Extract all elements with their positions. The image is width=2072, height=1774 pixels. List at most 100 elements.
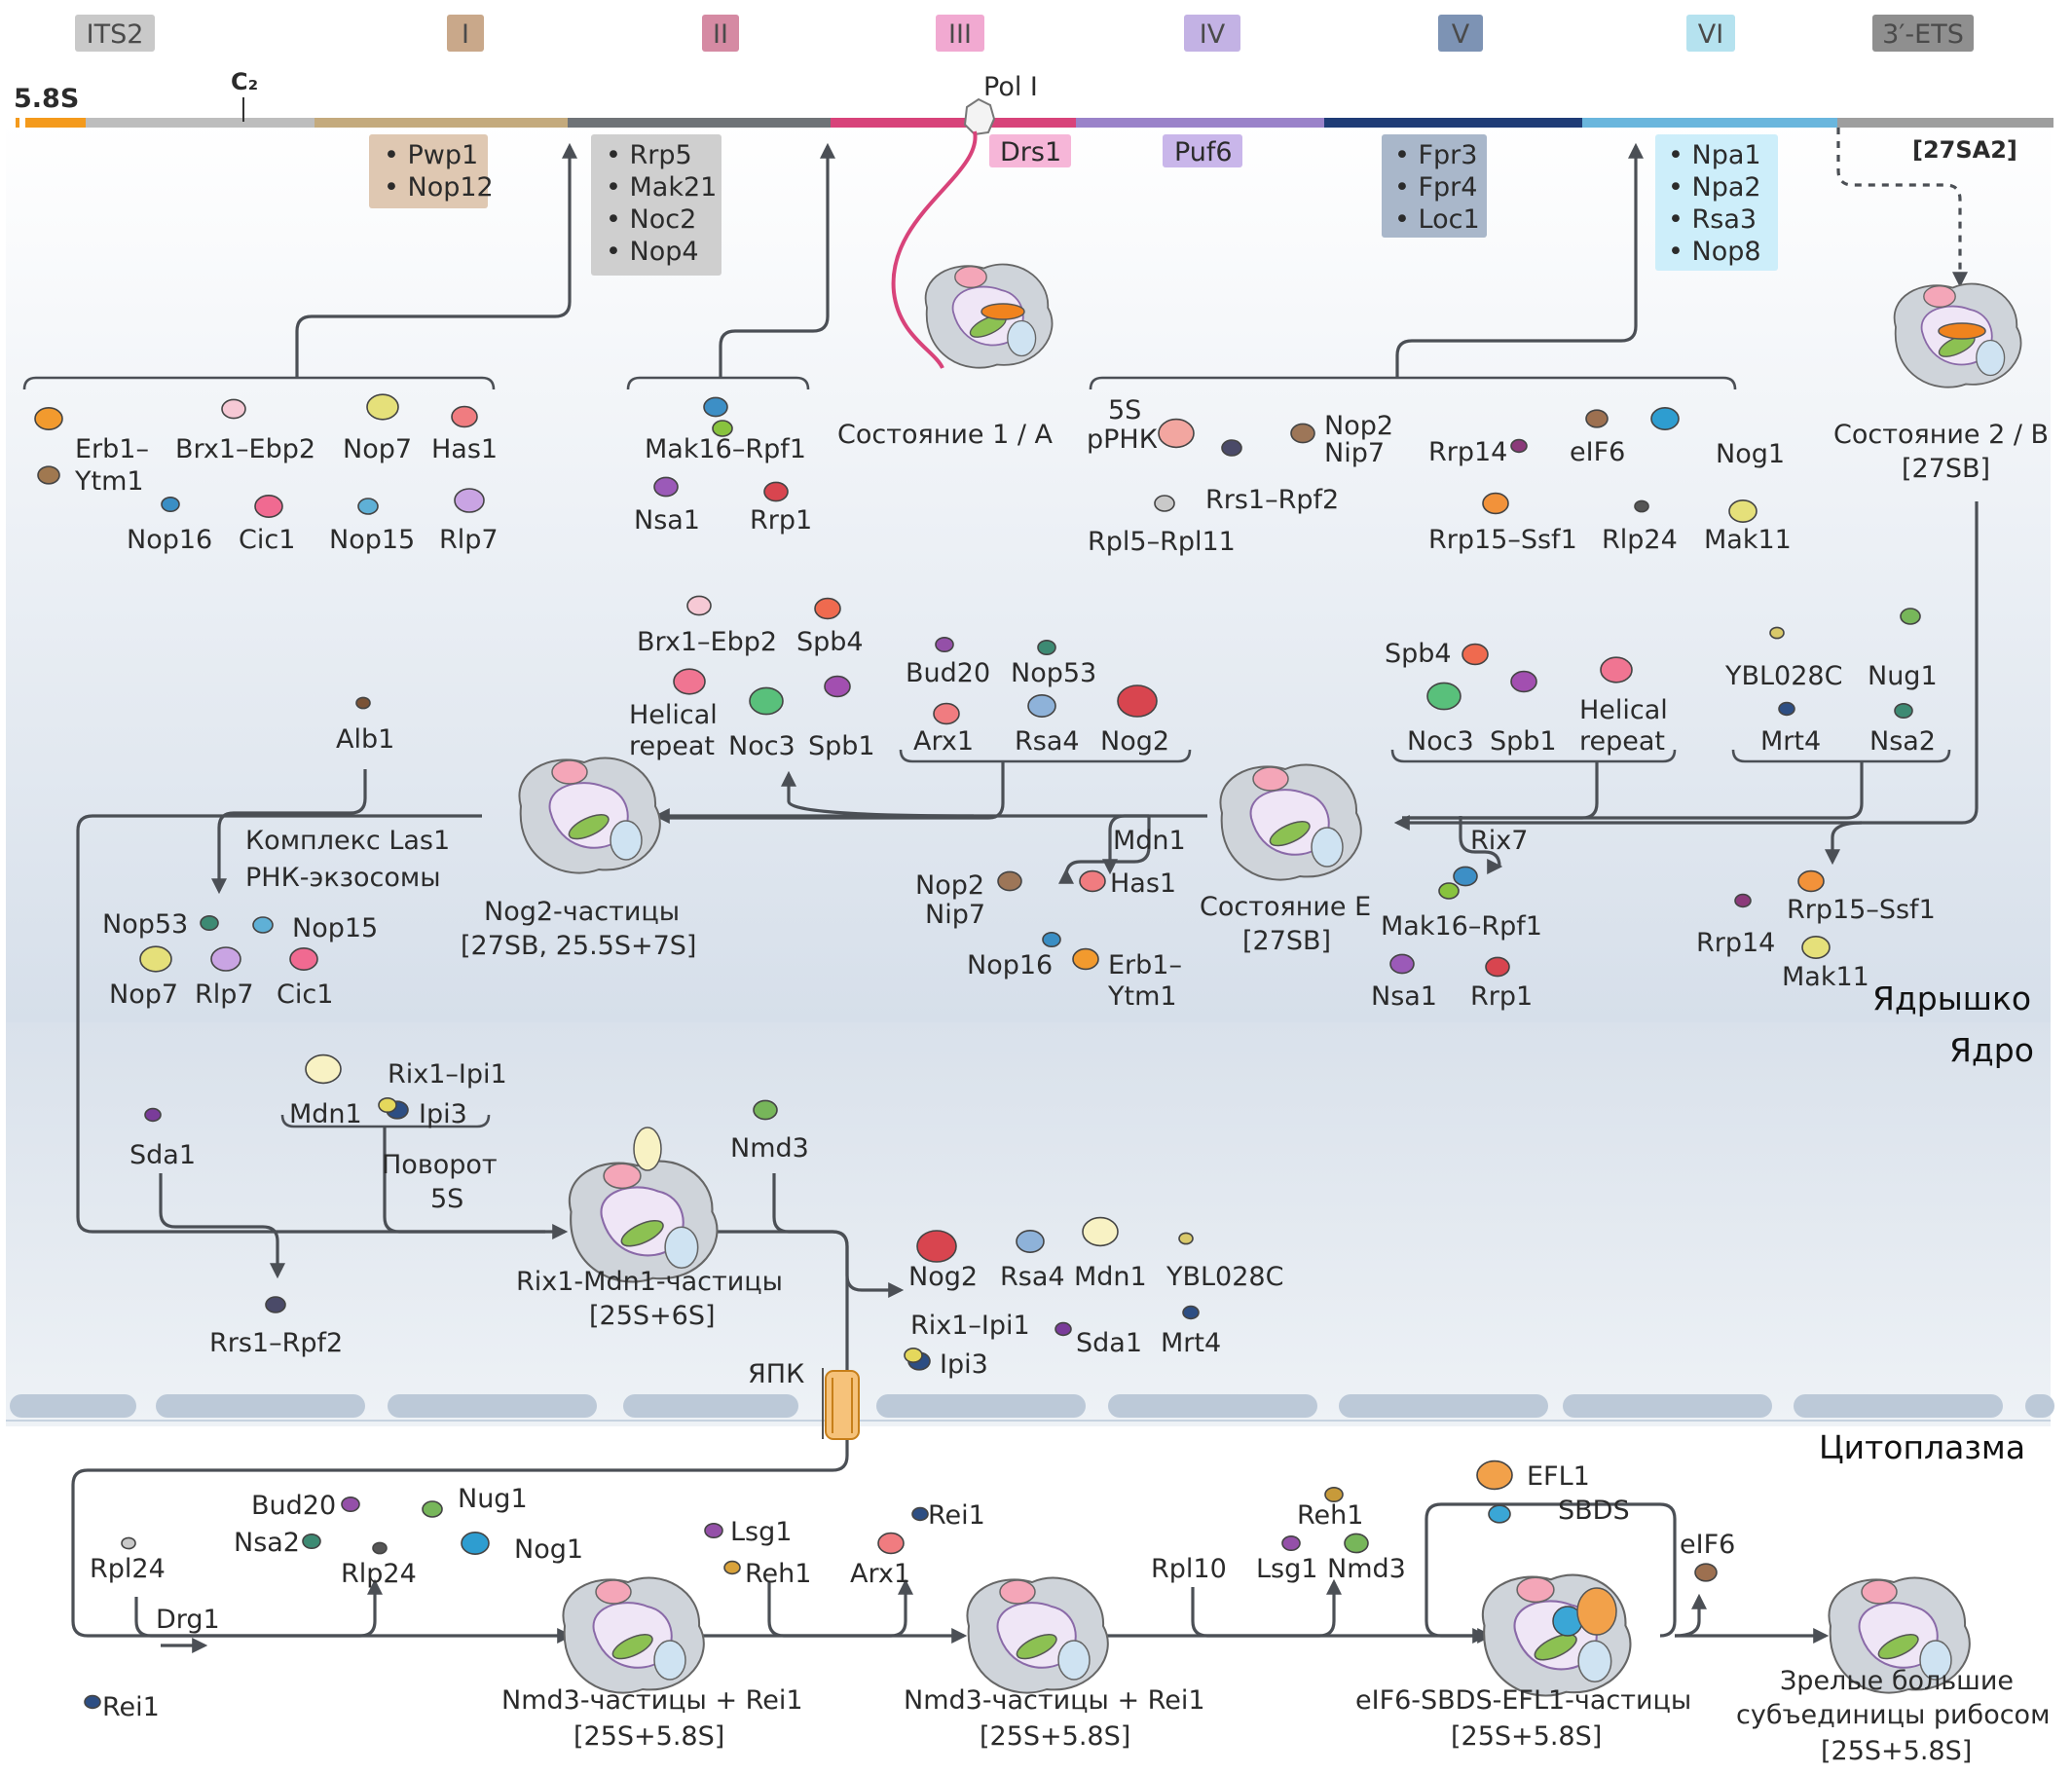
mature-particle xyxy=(1828,1576,1971,1694)
rix-mdn1-icon xyxy=(633,1127,662,1171)
factor-label-cic1: Cic1 xyxy=(239,525,295,555)
nmd3a-sub: [25S+5.8S] xyxy=(574,1721,724,1752)
svg-text:Puf6: Puf6 xyxy=(1174,137,1233,167)
factor-label-rsa4: Rsa4 xyxy=(1015,726,1080,757)
svg-text:I: I xyxy=(462,19,469,50)
arrow-ybl-join xyxy=(1402,761,1864,820)
factor-label-nop2nip7b: Nip7 xyxy=(925,900,985,930)
factor-label-nug1b: Nug1 xyxy=(458,1484,528,1514)
nmd3a-particle xyxy=(562,1576,705,1694)
factor-label-helical: Helical xyxy=(629,700,718,730)
rsa4-icon xyxy=(1027,693,1056,718)
nog2-sub: [27SB, 25.5S+7S] xyxy=(461,931,696,961)
bracket-se-in xyxy=(1390,749,1677,763)
domain-chip-7: 3′-ETS xyxy=(1872,15,1974,52)
factor-label-nop2nip7: Nop2 xyxy=(1324,411,1393,441)
factor-label-rrna5s: 5S xyxy=(1108,395,1141,425)
factor-icons xyxy=(34,393,1921,1710)
bracket-group-v xyxy=(1089,376,1737,390)
eif6-efl1-accent-icon xyxy=(1576,1587,1617,1636)
factor-label-las1: РНК-экзосомы xyxy=(245,863,441,893)
rrs1-icon xyxy=(1221,439,1242,457)
state-2b-label: Состояние 2 / B xyxy=(1833,420,2049,450)
factor-label-sbds: SBDS xyxy=(1558,1496,1630,1526)
arrow-to-domain-vi xyxy=(1395,142,1644,378)
factor-label-mdn1c: Mdn1 xyxy=(1074,1262,1147,1292)
nog2b-icon xyxy=(916,1230,957,1263)
nsa1-icon xyxy=(653,476,679,498)
factor-label-has1b: Has1 xyxy=(1110,869,1176,899)
svg-text:VI: VI xyxy=(1698,19,1723,50)
factor-label-erb1b: Ytm1 xyxy=(1107,981,1177,1012)
arrow-to-domain-ii xyxy=(719,142,835,378)
cic1b-icon xyxy=(289,946,318,971)
factor-label-ipi3: Ipi3 xyxy=(419,1099,467,1129)
factor-label-erb1: Ytm1 xyxy=(74,466,144,497)
factor-label-reh1: Reh1 xyxy=(745,1559,811,1589)
svg-text:III: III xyxy=(948,19,972,50)
ipi3d-icon xyxy=(904,1348,923,1364)
rei1-icon xyxy=(84,1694,101,1710)
factor-label-eif6: eIF6 xyxy=(1570,437,1625,467)
factor-label-nop53b: Nop53 xyxy=(102,909,188,940)
svg-text:• Fpr4: • Fpr4 xyxy=(1394,172,1477,203)
factor-label-rsa4b: Rsa4 xyxy=(1000,1262,1065,1292)
arrow-nmd3-release xyxy=(772,1173,905,1298)
reh1b-icon xyxy=(1324,1487,1344,1503)
factor-label-erb1: Erb1– xyxy=(75,434,149,464)
arrow-sda1-release xyxy=(159,1173,285,1279)
factor-label-rpl24: Rpl24 xyxy=(90,1554,166,1584)
svg-text:V: V xyxy=(1452,19,1470,50)
arrow-efl1-loop xyxy=(1424,1502,1677,1644)
mrt4-icon xyxy=(1778,701,1795,717)
factor-label-nmd3: Nmd3 xyxy=(730,1133,809,1164)
factor-label-rrp1: Rrp1 xyxy=(750,505,812,536)
nmd3-icon xyxy=(753,1099,778,1121)
state-2b-sub: [27SB] xyxy=(1902,454,1990,484)
nmd3b-label: Nmd3-частицы + Rei1 xyxy=(904,1685,1205,1716)
label-c2: C₂ xyxy=(231,68,258,95)
sbds-icon xyxy=(1488,1504,1511,1524)
brx1b-icon xyxy=(686,595,712,616)
state-e-particle xyxy=(1219,763,1362,881)
factor-label-alb1: Alb1 xyxy=(336,724,394,755)
lsg1b-icon xyxy=(1281,1535,1301,1552)
rrp15b-icon xyxy=(1797,869,1825,893)
particles xyxy=(518,263,2022,1697)
sda1b-icon xyxy=(1054,1321,1072,1337)
nog2-label: Nog2-частицы xyxy=(484,897,680,927)
mature-sub: [25S+5.8S] xyxy=(1821,1736,1972,1766)
factor-label-noc3b: Noc3 xyxy=(1407,726,1474,757)
factor-label-cic1b: Cic1 xyxy=(277,979,333,1010)
rlp7b-icon xyxy=(210,946,241,972)
svg-text:• Mak21: • Mak21 xyxy=(606,172,717,203)
factor-label-rix1ipi1b: Rix1–Ipi1 xyxy=(910,1311,1030,1341)
factor-label-nop16b: Nop16 xyxy=(967,950,1053,980)
nmd3b-icon xyxy=(1344,1533,1369,1554)
arrow-se-release-rrp14 xyxy=(1825,821,1863,866)
svg-text:• Npa2: • Npa2 xyxy=(1668,172,1761,203)
rrp1b-icon xyxy=(1485,956,1510,978)
svg-text:IV: IV xyxy=(1200,19,1226,50)
bracket-group-i xyxy=(22,376,496,390)
factor-label-mdn1b: Mdn1 xyxy=(289,1099,362,1129)
factor-label-lsg1b: Lsg1 xyxy=(1256,1554,1317,1584)
arrow-to-domain-i xyxy=(295,142,577,378)
helical-icon xyxy=(673,668,706,695)
erb1b-icon xyxy=(1072,947,1099,971)
rpl5-icon xyxy=(1154,495,1175,512)
factor-label-rrna5s: рРНК xyxy=(1087,425,1158,455)
helicalb-icon xyxy=(1600,656,1633,684)
rrp14-icon xyxy=(1510,438,1528,454)
nmd3a-label: Nmd3-частицы + Rei1 xyxy=(501,1685,803,1716)
arrow-arx1-release xyxy=(767,1578,913,1638)
factor-label-rlp24: Rlp24 xyxy=(1602,525,1678,555)
spb4-icon xyxy=(814,597,841,620)
nmd3b-sub: [25S+5.8S] xyxy=(980,1721,1130,1752)
factor-label-nug1: Nug1 xyxy=(1868,661,1938,691)
factor-label-las1: Комплекс Las1 xyxy=(245,826,450,856)
factor-label-rrp1b: Rrp1 xyxy=(1470,981,1533,1012)
rlp24-icon xyxy=(1634,499,1649,513)
arrow-rpl10-lsg1 xyxy=(1191,1578,1342,1638)
